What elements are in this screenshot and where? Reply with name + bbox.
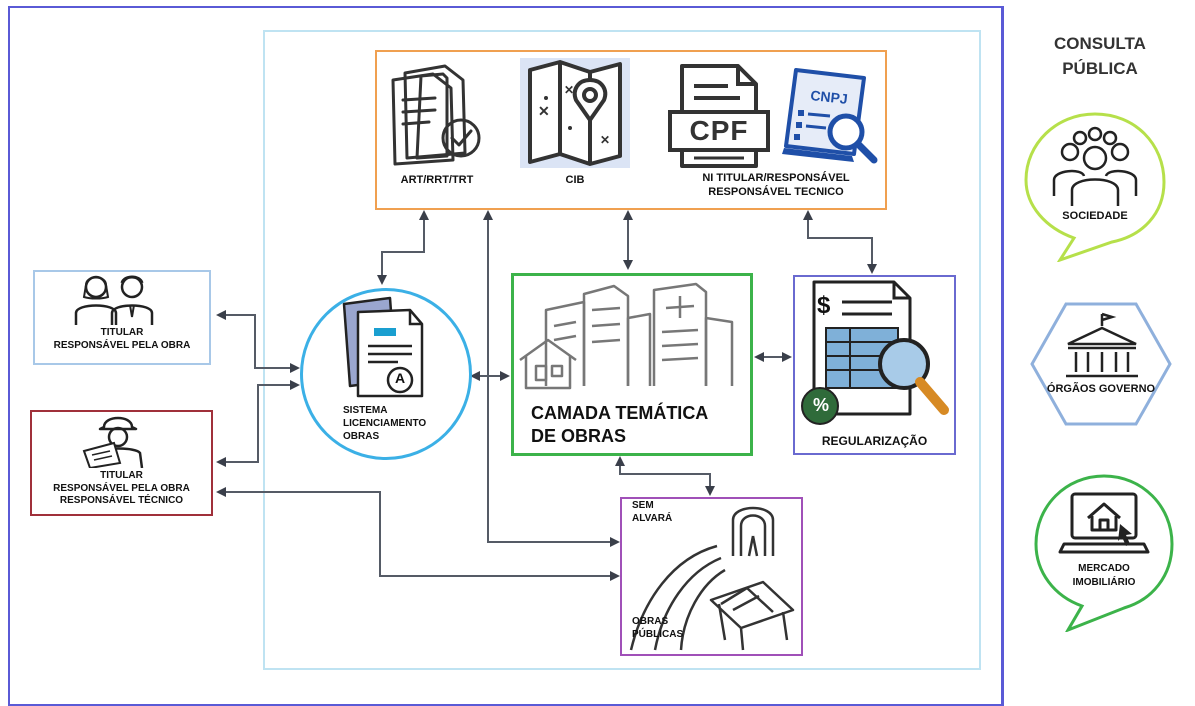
sem-alvara-line2: ALVARÁ [632,512,673,524]
road-bridge-tunnel-icon [629,506,795,651]
mercado-bubble [1034,474,1174,632]
engineer-icon [82,416,144,468]
svg-text:✕: ✕ [600,133,610,147]
sistema-line2: LICENCIAMENTO [343,418,427,429]
ni-titular-label: NI TITULAR/RESPONSÁVEL RESPONSÁVEL TECNI… [665,172,887,200]
percent-sign: % [812,395,829,415]
titular-box [33,270,211,365]
titular-line1: TITULAR [100,327,144,338]
ni-label-line1: NI TITULAR/RESPONSÁVEL [702,172,850,184]
cpf-text: CPF [689,115,749,146]
sem-alvara-text: SEM ALVARÁ [632,500,702,525]
consulta-line1: CONSULTA [1054,34,1146,53]
titular-line2: RESPONSÁVEL PELA OBRA [53,339,191,351]
svg-text:CNPJ: CNPJ [810,87,849,107]
cib-label: CIB [565,174,585,186]
titular-tecnico-line2: RESPONSÁVEL PELA OBRA [53,482,190,494]
titular-tecnico-line1: TITULAR [100,470,143,481]
ni-label-line2: RESPONSÁVEL TECNICO [708,185,844,198]
titular-tecnico-text: TITULAR RESPONSÁVEL PELA OBRA RESPONSÁVE… [30,470,213,508]
consulta-line2: PÚBLICA [1062,58,1138,78]
art-label: ART/RRT/TRT [400,174,474,186]
titular-text: TITULAR RESPONSÁVEL PELA OBRA [33,327,211,352]
svg-text:✕: ✕ [564,83,574,97]
mercado-label: MERCADO IMOBILIÁRIO [1034,562,1174,590]
license-letter: A [394,370,406,386]
sistema-text: SISTEMA LICENCIAMENTO OBRAS [343,404,453,443]
license-document-icon [342,296,424,398]
camada-line1: CAMADA TEMÁTICA [531,403,709,423]
cnpj-search-icon: CNPJ [782,68,878,164]
obras-publicas-text: OBRAS PÚBLICAS [632,616,712,641]
consulta-publica-title: CONSULTA PÚBLICA [1020,32,1180,81]
orgaos-hexagon [1030,302,1172,426]
camada-box [511,273,753,456]
sociedade-label: SOCIEDADE [1062,210,1128,222]
cpf-document-icon [668,64,770,168]
dollar-sign: $ [817,292,831,319]
obras-publicas-line2: PÚBLICAS [632,628,684,640]
camada-line2: DE OBRAS [531,426,627,447]
sistema-line3: OBRAS [343,431,380,442]
mercado-line1: MERCADO [1078,563,1130,574]
camada-title: CAMADA TEMÁTICA DE OBRAS [531,402,751,449]
sistema-line1: SISTEMA [343,405,388,416]
sem-alvara-line1: SEM [632,500,654,511]
obras-publicas-line1: OBRAS [632,616,669,627]
svg-text:✕: ✕ [538,103,550,119]
map-icon: ✕ ✕ ✕ [520,58,630,168]
people-icon [74,275,154,325]
documents-check-icon [391,64,481,166]
city-buildings-icon [519,282,734,390]
orgaos-label: ÓRGÃOS GOVERNO [1046,383,1156,395]
mercado-line2: IMOBILIÁRIO [1072,577,1136,588]
regularizacao-label: REGULARIZAÇÃO [821,434,928,448]
tax-document-search-icon [801,280,949,425]
sociedade-bubble [1024,112,1166,262]
titular-tecnico-line3: RESPONSÁVEL TÉCNICO [59,495,184,506]
